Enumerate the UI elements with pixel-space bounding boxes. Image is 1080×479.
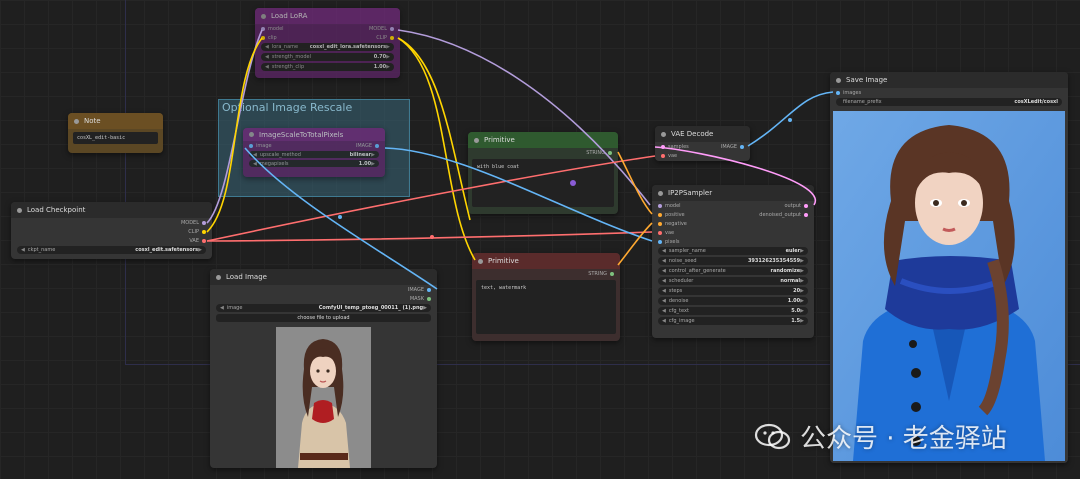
input-dot-icon[interactable] — [249, 144, 253, 148]
node-primitive-negative[interactable]: Primitive STRING text, watermark — [472, 253, 620, 341]
choose-file-upload-button[interactable]: choose file to upload — [216, 314, 431, 322]
canvas-guide-horizontal — [125, 364, 1080, 365]
input-dot-icon[interactable] — [658, 222, 662, 226]
collapse-dot-icon[interactable] — [478, 258, 483, 264]
node-load-lora[interactable]: Load LoRA model clip MODEL CLIP ◀lora_na… — [255, 8, 400, 78]
node-title: Primitive — [484, 136, 515, 144]
output-dot-icon[interactable] — [390, 27, 394, 31]
node-title: Primitive — [488, 257, 519, 265]
node-ip2p-sampler[interactable]: IP2PSampler model positive negative vae … — [652, 185, 814, 338]
output-dot-icon[interactable] — [740, 145, 744, 149]
node-image-scale[interactable]: ImageScaleToTotalPixels image IMAGE ◀ups… — [243, 128, 385, 177]
group-title: Optional Image Rescale — [222, 101, 353, 114]
output-image-preview — [833, 111, 1065, 461]
output-dot-icon[interactable] — [375, 144, 379, 148]
output-dot-icon[interactable] — [427, 288, 431, 292]
output-dot-icon[interactable] — [610, 272, 614, 276]
watermark-text: 公众号 · 老金驿站 — [800, 424, 1007, 454]
output-dot-icon[interactable] — [202, 230, 206, 234]
collapse-dot-icon[interactable] — [661, 131, 666, 137]
node-title: ImageScaleToTotalPixels — [259, 130, 344, 139]
node-load-checkpoint[interactable]: Load Checkpoint MODEL CLIP VAE ◀ckpt_nam… — [11, 202, 212, 259]
positive-prompt-textarea[interactable]: with blue coat — [472, 159, 614, 207]
node-title: Load Image — [226, 273, 267, 281]
collapse-dot-icon[interactable] — [261, 13, 266, 19]
collapse-dot-icon[interactable] — [836, 77, 841, 83]
node-title: Load LoRA — [271, 12, 308, 20]
node-note[interactable]: Note cosXL_edit-basic — [68, 113, 163, 153]
input-image-preview — [276, 327, 371, 468]
collapse-dot-icon[interactable] — [17, 207, 22, 213]
collapse-dot-icon[interactable] — [658, 190, 663, 196]
input-dot-icon[interactable] — [661, 154, 665, 158]
node-title: Note — [84, 117, 101, 125]
node-title: Save Image — [846, 76, 888, 84]
output-dot-icon[interactable] — [804, 213, 808, 217]
node-title: Load Checkpoint — [27, 206, 86, 214]
node-title: IP2PSampler — [668, 189, 713, 197]
negative-prompt-textarea[interactable]: text, watermark — [476, 280, 616, 334]
output-dot-icon[interactable] — [390, 36, 394, 40]
input-dot-icon[interactable] — [658, 240, 662, 244]
input-dot-icon[interactable] — [658, 231, 662, 235]
input-dot-icon[interactable] — [658, 204, 662, 208]
output-dot-icon[interactable] — [202, 239, 206, 243]
collapse-dot-icon[interactable] — [216, 274, 221, 280]
wechat-icon — [754, 423, 791, 449]
watermark: 公众号 · 老金驿站 — [754, 418, 1007, 455]
input-dot-icon[interactable] — [658, 213, 662, 217]
collapse-dot-icon[interactable] — [249, 132, 254, 137]
collapse-dot-icon[interactable] — [474, 137, 479, 143]
canvas-guide-vertical — [125, 0, 126, 365]
node-primitive-positive[interactable]: Primitive STRING with blue coat — [468, 132, 618, 214]
input-dot-icon[interactable] — [836, 91, 840, 95]
output-dot-icon[interactable] — [804, 204, 808, 208]
input-dot-icon[interactable] — [661, 145, 665, 149]
node-title: VAE Decode — [671, 130, 714, 138]
output-dot-icon[interactable] — [202, 221, 206, 225]
node-vae-decode[interactable]: VAE Decode samples vae IMAGE — [655, 126, 750, 161]
output-dot-icon[interactable] — [427, 297, 431, 301]
input-dot-icon[interactable] — [261, 36, 265, 40]
note-text[interactable]: cosXL_edit-basic — [73, 132, 158, 144]
input-dot-icon[interactable] — [261, 27, 265, 31]
collapse-dot-icon[interactable] — [74, 118, 79, 124]
output-dot-icon[interactable] — [608, 151, 612, 155]
